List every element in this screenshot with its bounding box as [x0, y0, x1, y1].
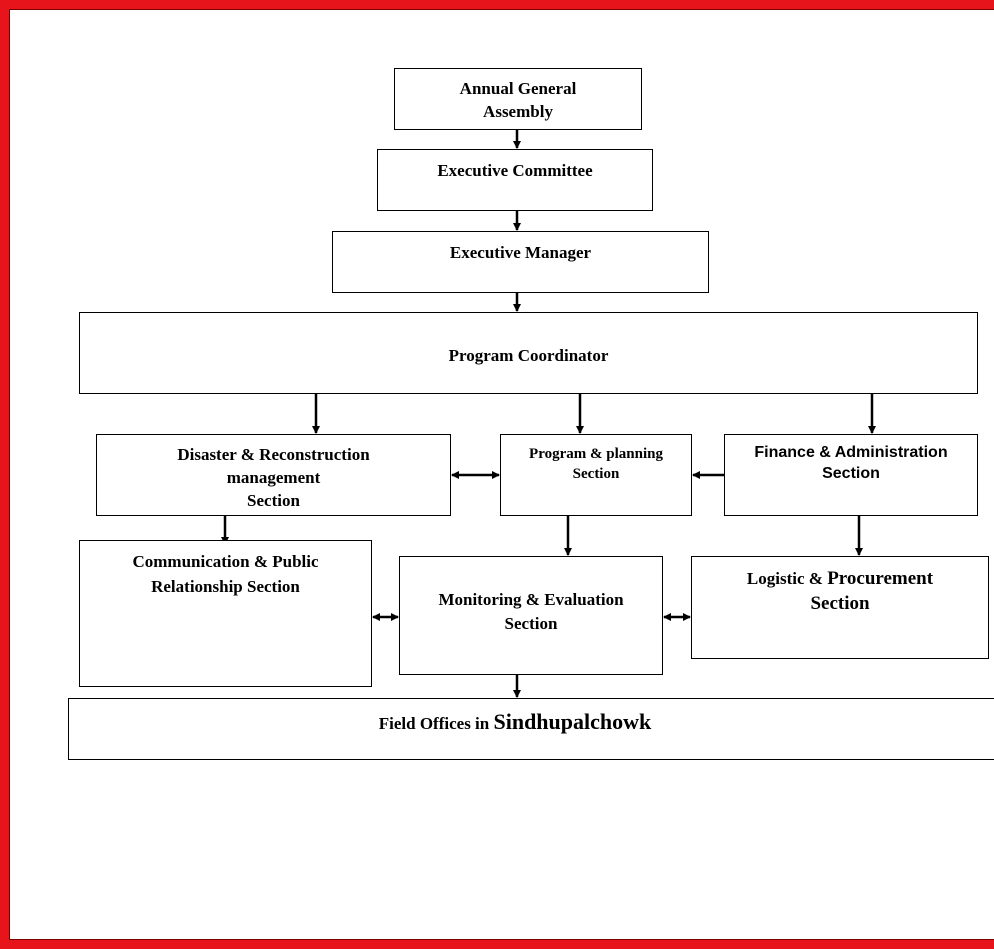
field-offices-box: Field Offices in Sindhupalchowk [68, 698, 994, 760]
field-offices-label: Field Offices in Sindhupalchowk [69, 709, 961, 737]
finance-administration-label: Finance & Administration Section [754, 444, 948, 482]
executive-manager-box: Executive Manager [332, 231, 709, 293]
monitoring-evaluation-label: Monitoring & Evaluation Section [438, 590, 624, 633]
logistic-label-prefix: Logistic & [746, 569, 828, 588]
logistic-procurement-label: Logistic & Procurement Section [692, 566, 988, 616]
communication-public-relationship-label: Communication & Public Relationship Sect… [132, 552, 319, 596]
disaster-reconstruction-label: Disaster & Reconstruction management Sec… [177, 445, 370, 510]
executive-committee-label: Executive Committee [437, 161, 593, 180]
program-planning-label: Program & planning Section [529, 446, 663, 482]
executive-committee-box: Executive Committee [377, 149, 653, 211]
annual-general-assembly-box: Annual General Assembly [394, 68, 642, 130]
program-planning-section-box: Program & planning Section [500, 434, 692, 516]
disaster-reconstruction-section-box: Disaster & Reconstruction management Sec… [96, 434, 451, 516]
logistic-label-rest: Procurement Section [810, 568, 934, 614]
field-offices-place: Sindhupalchowk [493, 709, 652, 734]
monitoring-evaluation-box: Monitoring & Evaluation Section [399, 556, 663, 675]
finance-administration-section-box: Finance & Administration Section [724, 434, 978, 516]
program-coordinator-box: Program Coordinator [79, 312, 978, 394]
communication-public-relationship-box: Communication & Public Relationship Sect… [79, 540, 372, 687]
logistic-procurement-box: Logistic & Procurement Section [691, 556, 989, 659]
executive-manager-label: Executive Manager [449, 243, 592, 262]
program-coordinator-label: Program Coordinator [448, 346, 609, 365]
annual-general-assembly-label: Annual General Assembly [459, 79, 577, 121]
field-offices-prefix: Field Offices in [378, 714, 494, 733]
